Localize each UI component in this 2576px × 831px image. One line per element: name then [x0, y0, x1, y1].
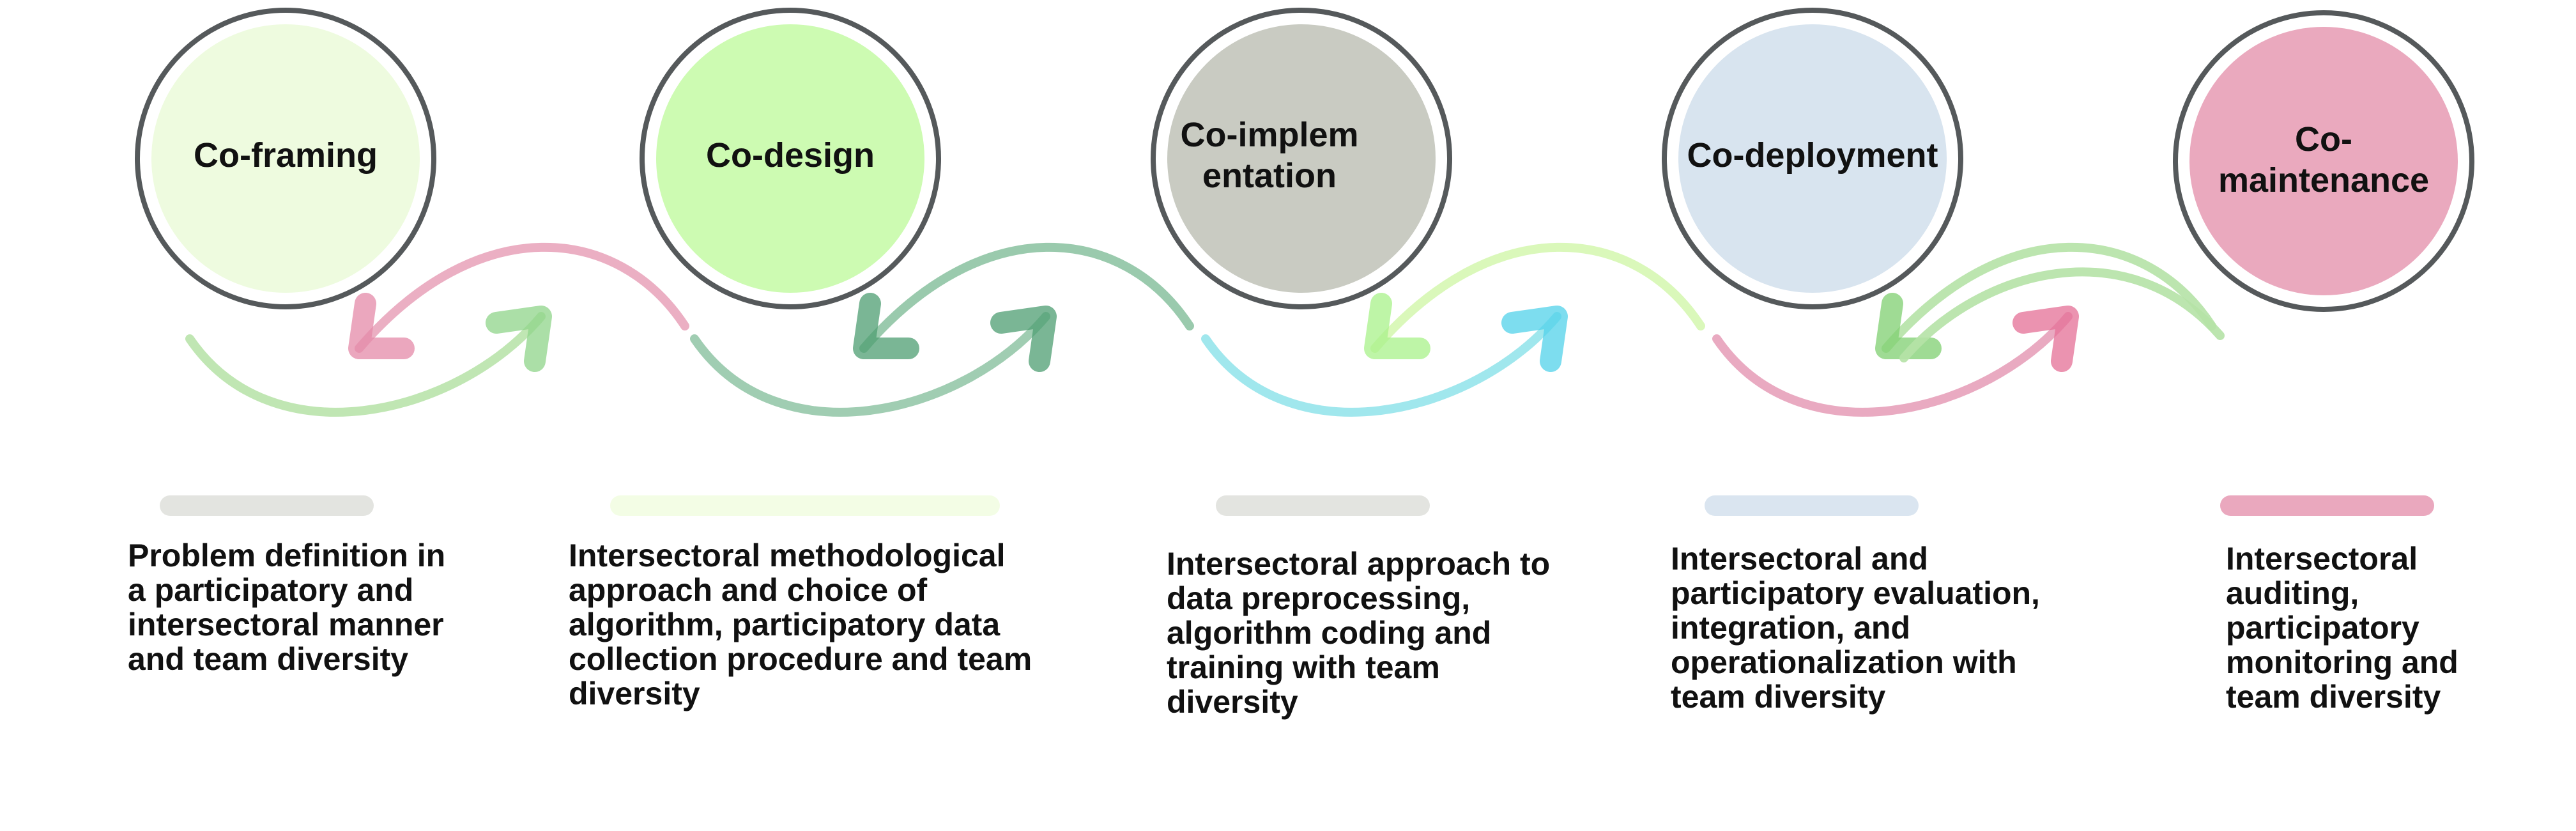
stage-bar-1 [610, 495, 1000, 516]
stage-bar-2 [1216, 495, 1430, 516]
forward-arrowhead-3 [2012, 306, 2079, 372]
stage-disc-2 [1167, 24, 1436, 293]
connector-waves [185, 242, 2225, 417]
forward-wave-0 [185, 312, 546, 417]
stage-label-co-maintenance: Co-maintenance [2218, 120, 2430, 199]
forward-arrowhead-2 [1501, 306, 1568, 372]
forward-wave-3 [1712, 312, 2073, 417]
backward-wave-4 [1899, 267, 2225, 362]
stage-circles [135, 8, 2474, 312]
backward-arrowhead-0 [348, 293, 415, 359]
stage-description-co-deployment: Intersectoral and participatory evaluati… [1671, 541, 2040, 715]
forward-arrowhead-0 [486, 306, 552, 372]
stage-description-co-implementation: Intersectoral approach to data preproces… [1167, 546, 1551, 720]
backward-arrowhead-1 [853, 293, 919, 359]
backward-wave-3 [1882, 242, 2216, 353]
stage-disc-4 [2189, 27, 2458, 295]
stage-bar-0 [160, 495, 374, 516]
stage-disc-3 [1678, 24, 1947, 293]
stage-description-co-design: Intersectoral methodological approach an… [569, 538, 1032, 711]
forward-wave-2 [1201, 312, 1561, 417]
stage-disc-0 [151, 24, 420, 293]
backward-arrowhead-2 [1364, 293, 1430, 359]
backward-wave-2 [1370, 242, 1705, 353]
backward-wave-1 [859, 242, 1194, 353]
stage-description-co-maintenance: Intersectoral auditing, participatory mo… [2226, 541, 2458, 715]
stage-bar-4 [2220, 495, 2434, 516]
backward-wave-0 [355, 242, 689, 353]
stage-description-co-framing: Problem definition in a participatory an… [128, 538, 446, 677]
forward-wave-1 [690, 312, 1050, 417]
stage-disc-1 [656, 24, 924, 293]
stage-label-co-framing: Co-framing [194, 136, 378, 175]
forward-arrowhead-1 [990, 306, 1057, 372]
stage-bar-3 [1705, 495, 1919, 516]
stage-label-co-design: Co-design [706, 136, 875, 175]
stage-label-co-deployment: Co-deployment [1687, 136, 1938, 175]
stage-label-co-implementation: Co-implementation [1180, 116, 1359, 195]
stage-bars [160, 495, 2434, 516]
